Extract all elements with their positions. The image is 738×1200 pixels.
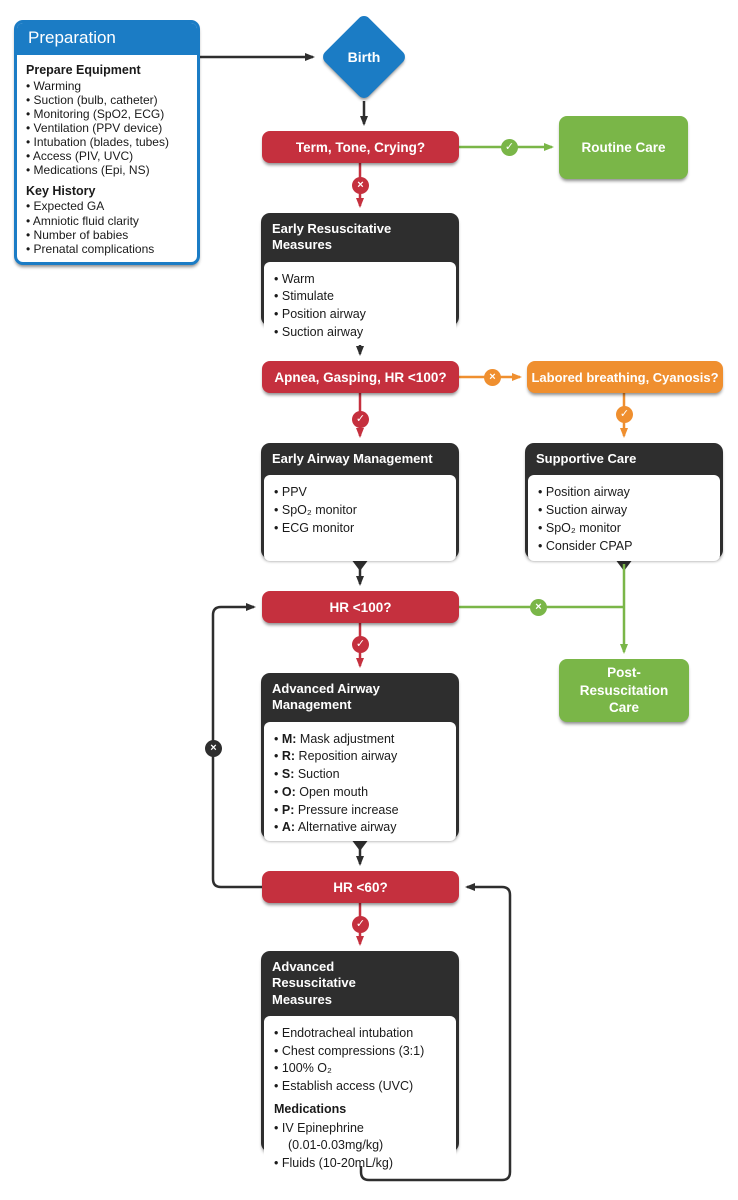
section-heading: Prepare Equipment xyxy=(26,63,141,77)
list-item: • Suction (bulb, catheter) xyxy=(26,92,158,107)
list-item: • Endotracheal intubation xyxy=(274,1025,414,1040)
hr-less-60-label: HR <60? xyxy=(333,879,388,895)
hr-less-100-label: HR <100? xyxy=(329,599,392,615)
list-item: • Prenatal complications xyxy=(26,241,155,256)
early-airway-management-node: Early Airway Management • PPV • SpO₂ moni… xyxy=(261,443,459,562)
list-item: • R: Reposition airway xyxy=(274,749,398,764)
list-item: • Access (PIV, UVC) xyxy=(26,148,134,163)
early-airway-management-list: • PPV • SpO₂ monitor • ECG monitor xyxy=(264,475,456,562)
list-item: • Number of babies xyxy=(26,227,129,242)
list-item: • Establish access (UVC) xyxy=(274,1079,414,1093)
list-item: • P: Pressure increase xyxy=(274,802,399,817)
section-heading: Key History xyxy=(26,183,96,198)
list-item: • Expected GA xyxy=(26,199,105,214)
routine-care-label: Routine Care xyxy=(581,139,666,155)
early-resuscitative-measures-node: Early Resuscitative Measures • Warm • Sti… xyxy=(261,213,459,345)
post-resuscitation-care-label: Post-Resuscitation Care xyxy=(579,665,669,716)
x-icon: × xyxy=(210,742,217,754)
medications-heading: Medications xyxy=(274,1101,347,1116)
list-item: • PPV xyxy=(274,485,307,500)
medications-list: • IV Epinephrine (0.01-0.03mg/kg) • Fluid… xyxy=(274,1120,446,1173)
list-item: • Suction airway xyxy=(538,503,628,517)
supportive-care-node: Supportive Care • Position airway • Sucti… xyxy=(525,443,723,562)
preparation-box: Preparation Prepare Equipment • Warming•… xyxy=(14,20,200,265)
list-item: • Intubation (blades, tubes) xyxy=(26,134,169,149)
routine-care-node: Routine Care xyxy=(559,116,688,179)
yes-badge: ✓ xyxy=(616,406,633,423)
list-item: • Ventilation (PPV device) xyxy=(26,120,163,135)
prepare-equipment-list: • Warming• Suction (bulb, catheter)• Mon… xyxy=(26,79,188,177)
x-icon: × xyxy=(489,371,496,383)
advanced-resuscitative-measures-list: • Endotracheal intubation • Chest compres… xyxy=(274,1025,446,1096)
supportive-care-list: • Position airway • Suction airway • SpO₂ … xyxy=(528,475,720,562)
no-badge: × xyxy=(205,740,222,757)
list-item: • ECG monitor xyxy=(274,520,355,535)
advanced-airway-management-list: • M: Mask adjustment • R: Reposition airw… xyxy=(264,721,456,841)
list-item: • A: Alternative airway xyxy=(274,820,397,835)
early-resuscitative-measures-title: Early Resuscitative Measures xyxy=(272,221,392,253)
list-item: • Warm xyxy=(274,271,315,286)
hr-less-60-node: HR <60? xyxy=(262,871,459,903)
list-item: • Suction airway xyxy=(274,324,364,339)
yes-badge: ✓ xyxy=(501,139,518,156)
advanced-resuscitative-measures-title: Advanced Resuscitative Measures xyxy=(272,959,356,1007)
preparation-title: Preparation xyxy=(17,23,197,55)
list-item: • Medications (Epi, NS) xyxy=(26,162,150,177)
list-item: • M: Mask adjustment xyxy=(274,731,395,746)
post-resuscitation-care-node: Post-Resuscitation Care xyxy=(559,659,689,722)
no-badge: × xyxy=(530,599,547,616)
check-icon: ✓ xyxy=(355,413,366,425)
early-airway-management-title: Early Airway Management xyxy=(272,451,433,466)
advanced-resuscitative-measures-body: • Endotracheal intubation • Chest compres… xyxy=(264,1015,456,1170)
term-tone-crying-node: Term, Tone, Crying? xyxy=(262,131,459,163)
no-badge: × xyxy=(484,369,501,386)
labored-breathing-label: Labored breathing, Cyanosis? xyxy=(531,369,719,385)
list-item: • Amniotic fluid clarity xyxy=(26,213,139,228)
list-item: • Chest compressions (3:1) xyxy=(274,1043,425,1058)
check-icon: ✓ xyxy=(355,918,366,930)
apnea-gasping-label: Apnea, Gasping, HR <100? xyxy=(274,369,447,385)
x-icon: × xyxy=(535,601,542,613)
list-item: • Stimulate xyxy=(274,289,334,304)
list-item: • O: Open mouth xyxy=(274,784,369,799)
check-icon: ✓ xyxy=(355,638,366,650)
supportive-care-title: Supportive Care xyxy=(536,451,637,466)
x-icon: × xyxy=(357,179,364,191)
term-tone-crying-label: Term, Tone, Crying? xyxy=(295,139,426,155)
check-icon: ✓ xyxy=(619,408,630,420)
list-item: • Position airway xyxy=(538,485,630,500)
tail-adv-airway xyxy=(351,839,369,851)
yes-badge: ✓ xyxy=(352,636,369,653)
list-item: • Fluids (10-20mL/kg) xyxy=(274,1156,394,1170)
list-item: • Monitoring (SpO2, ECG) xyxy=(26,106,165,121)
list-item: • Warming xyxy=(26,78,82,93)
preparation-body: Prepare Equipment • Warming• Suction (bu… xyxy=(17,55,197,262)
hr-less-100-node: HR <100? xyxy=(262,591,459,623)
apnea-gasping-node: Apnea, Gasping, HR <100? xyxy=(262,361,459,393)
list-item: • S: Suction xyxy=(274,767,340,781)
list-item: • 100% O₂ xyxy=(274,1061,332,1076)
key-history-list: • Expected GA• Amniotic fluid clarity• N… xyxy=(26,199,188,255)
birth-label: Birth xyxy=(347,49,381,65)
list-item: • Position airway xyxy=(274,307,366,321)
check-icon: ✓ xyxy=(504,141,515,153)
advanced-airway-management-title: Advanced Airway Management xyxy=(272,681,380,713)
yes-badge: ✓ xyxy=(352,411,369,428)
no-badge: × xyxy=(352,177,369,194)
early-resuscitative-measures-list: • Warm • Stimulate • Position airway • Suct… xyxy=(264,261,456,345)
list-item: • Consider CPAP xyxy=(538,538,633,553)
advanced-resuscitative-measures-node: Advanced Resuscitative Measures • Endotr… xyxy=(261,951,459,1170)
labored-breathing-node: Labored breathing, Cyanosis? xyxy=(527,361,723,393)
birth-node: Birth xyxy=(320,13,408,101)
advanced-airway-management-node: Advanced Airway Management • M: Mask adj… xyxy=(261,673,459,841)
list-item: • SpO₂ monitor xyxy=(538,520,621,535)
list-item: • SpO₂ monitor xyxy=(274,503,357,517)
yes-badge: ✓ xyxy=(352,916,369,933)
list-item: • IV Epinephrine (0.01-0.03mg/kg) xyxy=(274,1120,384,1153)
